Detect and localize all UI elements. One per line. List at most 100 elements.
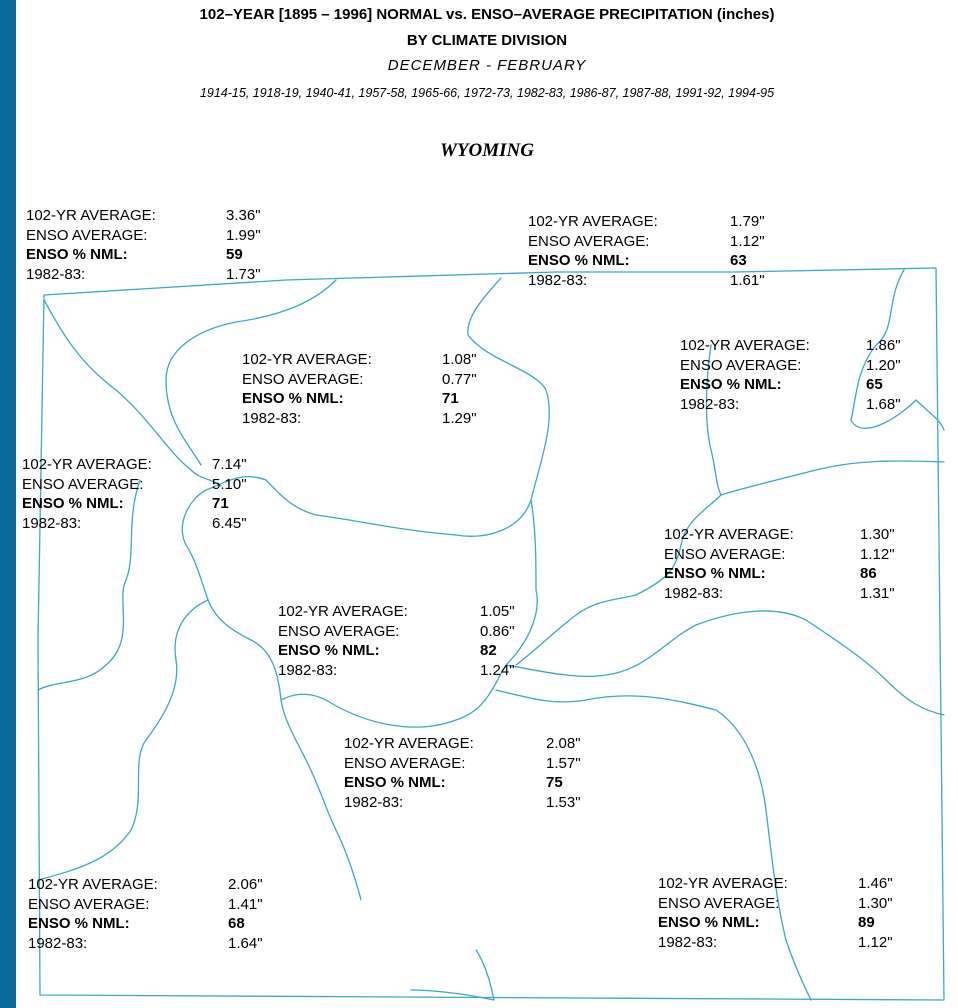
division-boundary bbox=[475, 949, 495, 1001]
state-boundary bbox=[37, 267, 945, 1001]
division-boundary bbox=[850, 269, 945, 431]
label-1982-83: 1982-83: bbox=[658, 933, 718, 951]
label-1982-83: 1982-83: bbox=[680, 395, 740, 413]
label-102yr-avg: 102-YR AVERAGE: bbox=[664, 526, 794, 543]
label-enso-avg: ENSO AVERAGE: bbox=[680, 356, 802, 374]
label-102yr-avg: 102-YR AVERAGE: bbox=[680, 337, 810, 354]
value-102yr-avg: 1.46" bbox=[858, 875, 893, 892]
state-name: WYOMING bbox=[440, 140, 534, 161]
main-title: 102–YEAR [1895 – 1996] NORMAL vs. ENSO–A… bbox=[199, 6, 775, 23]
division-data-1: 102-YR AVERAGE:3.36" ENSO AVERAGE:1.99" … bbox=[26, 206, 296, 284]
label-102yr-avg: 102-YR AVERAGE: bbox=[242, 351, 372, 368]
label-enso-pct: ENSO % NML: bbox=[22, 495, 124, 512]
label-102yr-avg: 102-YR AVERAGE: bbox=[26, 207, 156, 224]
division-data-5: 102-YR AVERAGE:7.14" ENSO AVERAGE:5.10" … bbox=[22, 455, 302, 533]
value-102yr-avg: 2.08" bbox=[546, 735, 581, 752]
value-enso-avg: 1.57" bbox=[546, 754, 581, 772]
value-enso-pct: 71 bbox=[212, 495, 229, 512]
value-enso-avg: 1.99" bbox=[226, 226, 261, 244]
label-enso-pct: ENSO % NML: bbox=[664, 565, 766, 582]
label-enso-pct: ENSO % NML: bbox=[344, 774, 446, 791]
value-102yr-avg: 1.05" bbox=[480, 603, 515, 620]
label-102yr-avg: 102-YR AVERAGE: bbox=[22, 456, 152, 473]
label-1982-83: 1982-83: bbox=[528, 271, 588, 289]
label-1982-83: 1982-83: bbox=[664, 584, 724, 602]
value-enso-pct: 89 bbox=[858, 914, 875, 931]
division-boundary bbox=[181, 277, 550, 601]
division-boundary bbox=[37, 479, 141, 691]
division-data-6: 102-YR AVERAGE:1.30" ENSO AVERAGE:1.12" … bbox=[664, 525, 944, 603]
value-enso-pct: 59 bbox=[226, 246, 243, 263]
value-enso-avg: 1.12" bbox=[860, 545, 895, 563]
value-102yr-avg: 3.36" bbox=[226, 207, 261, 224]
label-enso-avg: ENSO AVERAGE: bbox=[658, 894, 780, 912]
label-102yr-avg: 102-YR AVERAGE: bbox=[528, 213, 658, 230]
label-102yr-avg: 102-YR AVERAGE: bbox=[344, 735, 474, 752]
division-boundary bbox=[410, 989, 495, 1001]
division-data-3: 102-YR AVERAGE:1.08" ENSO AVERAGE:0.77" … bbox=[242, 350, 522, 428]
value-enso-pct: 65 bbox=[866, 376, 883, 393]
label-1982-83: 1982-83: bbox=[28, 934, 88, 952]
value-enso-pct: 86 bbox=[860, 565, 877, 582]
value-enso-pct: 68 bbox=[228, 915, 245, 932]
label-enso-pct: ENSO % NML: bbox=[680, 376, 782, 393]
division-boundary bbox=[335, 829, 362, 901]
value-enso-pct: 71 bbox=[442, 390, 459, 407]
value-102yr-avg: 2.06" bbox=[228, 876, 263, 893]
division-data-2: 102-YR AVERAGE:1.79" ENSO AVERAGE:1.12" … bbox=[528, 212, 808, 290]
value-1982-83: 6.45" bbox=[212, 514, 247, 532]
label-1982-83: 1982-83: bbox=[344, 793, 404, 811]
label-enso-pct: ENSO % NML: bbox=[658, 914, 760, 931]
season-label: DECEMBER - FEBRUARY bbox=[387, 57, 587, 74]
label-enso-pct: ENSO % NML: bbox=[26, 246, 128, 263]
division-data-4: 102-YR AVERAGE:1.86" ENSO AVERAGE:1.20" … bbox=[680, 336, 950, 414]
subtitle: BY CLIMATE DIVISION bbox=[406, 32, 568, 49]
value-1982-83: 1.24" bbox=[480, 661, 515, 679]
label-102yr-avg: 102-YR AVERAGE: bbox=[658, 875, 788, 892]
value-enso-avg: 1.12" bbox=[730, 232, 765, 250]
label-enso-avg: ENSO AVERAGE: bbox=[278, 622, 400, 640]
value-enso-pct: 82 bbox=[480, 642, 497, 659]
division-boundary bbox=[495, 689, 812, 1001]
value-enso-avg: 5.10" bbox=[212, 475, 247, 493]
label-enso-pct: ENSO % NML: bbox=[528, 252, 630, 269]
value-1982-83: 1.64" bbox=[228, 934, 263, 952]
value-1982-83: 1.31" bbox=[860, 584, 895, 602]
label-enso-avg: ENSO AVERAGE: bbox=[22, 475, 144, 493]
division-data-9: 102-YR AVERAGE:2.06" ENSO AVERAGE:1.41" … bbox=[28, 875, 308, 953]
division-data-8: 102-YR AVERAGE:2.08" ENSO AVERAGE:1.57" … bbox=[344, 734, 634, 812]
division-boundary bbox=[705, 344, 945, 496]
value-1982-83: 1.68" bbox=[866, 395, 901, 413]
division-boundary bbox=[207, 599, 337, 831]
division-boundary bbox=[43, 299, 222, 487]
value-1982-83: 1.73" bbox=[226, 265, 261, 283]
value-1982-83: 1.29" bbox=[442, 409, 477, 427]
value-1982-83: 1.53" bbox=[546, 793, 581, 811]
value-enso-pct: 63 bbox=[730, 252, 747, 269]
value-enso-avg: 1.20" bbox=[866, 356, 901, 374]
label-enso-pct: ENSO % NML: bbox=[242, 390, 344, 407]
value-enso-avg: 1.30" bbox=[858, 894, 893, 912]
value-enso-avg: 0.77" bbox=[442, 370, 477, 388]
label-enso-avg: ENSO AVERAGE: bbox=[528, 232, 650, 250]
value-102yr-avg: 7.14" bbox=[212, 456, 247, 473]
enso-years-list: 1914-15, 1918-19, 1940-41, 1957-58, 1965… bbox=[199, 86, 775, 100]
division-boundary bbox=[280, 499, 538, 728]
value-1982-83: 1.61" bbox=[730, 271, 765, 289]
division-data-7: 102-YR AVERAGE:1.05" ENSO AVERAGE:0.86" … bbox=[278, 602, 568, 680]
label-102yr-avg: 102-YR AVERAGE: bbox=[28, 876, 158, 893]
label-1982-83: 1982-83: bbox=[278, 661, 338, 679]
value-102yr-avg: 1.79" bbox=[730, 213, 765, 230]
value-enso-avg: 0.86" bbox=[480, 622, 515, 640]
value-102yr-avg: 1.08" bbox=[442, 351, 477, 368]
label-enso-avg: ENSO AVERAGE: bbox=[664, 545, 786, 563]
label-enso-pct: ENSO % NML: bbox=[278, 642, 380, 659]
map-panel: 102–YEAR [1895 – 1996] NORMAL vs. ENSO–A… bbox=[16, 0, 958, 1008]
value-102yr-avg: 1.86" bbox=[866, 337, 901, 354]
label-102yr-avg: 102-YR AVERAGE: bbox=[278, 603, 408, 620]
label-1982-83: 1982-83: bbox=[22, 514, 82, 532]
value-enso-avg: 1.41" bbox=[228, 895, 263, 913]
climate-division-map bbox=[37, 267, 945, 1001]
division-boundary bbox=[165, 279, 337, 466]
value-1982-83: 1.12" bbox=[858, 933, 893, 951]
